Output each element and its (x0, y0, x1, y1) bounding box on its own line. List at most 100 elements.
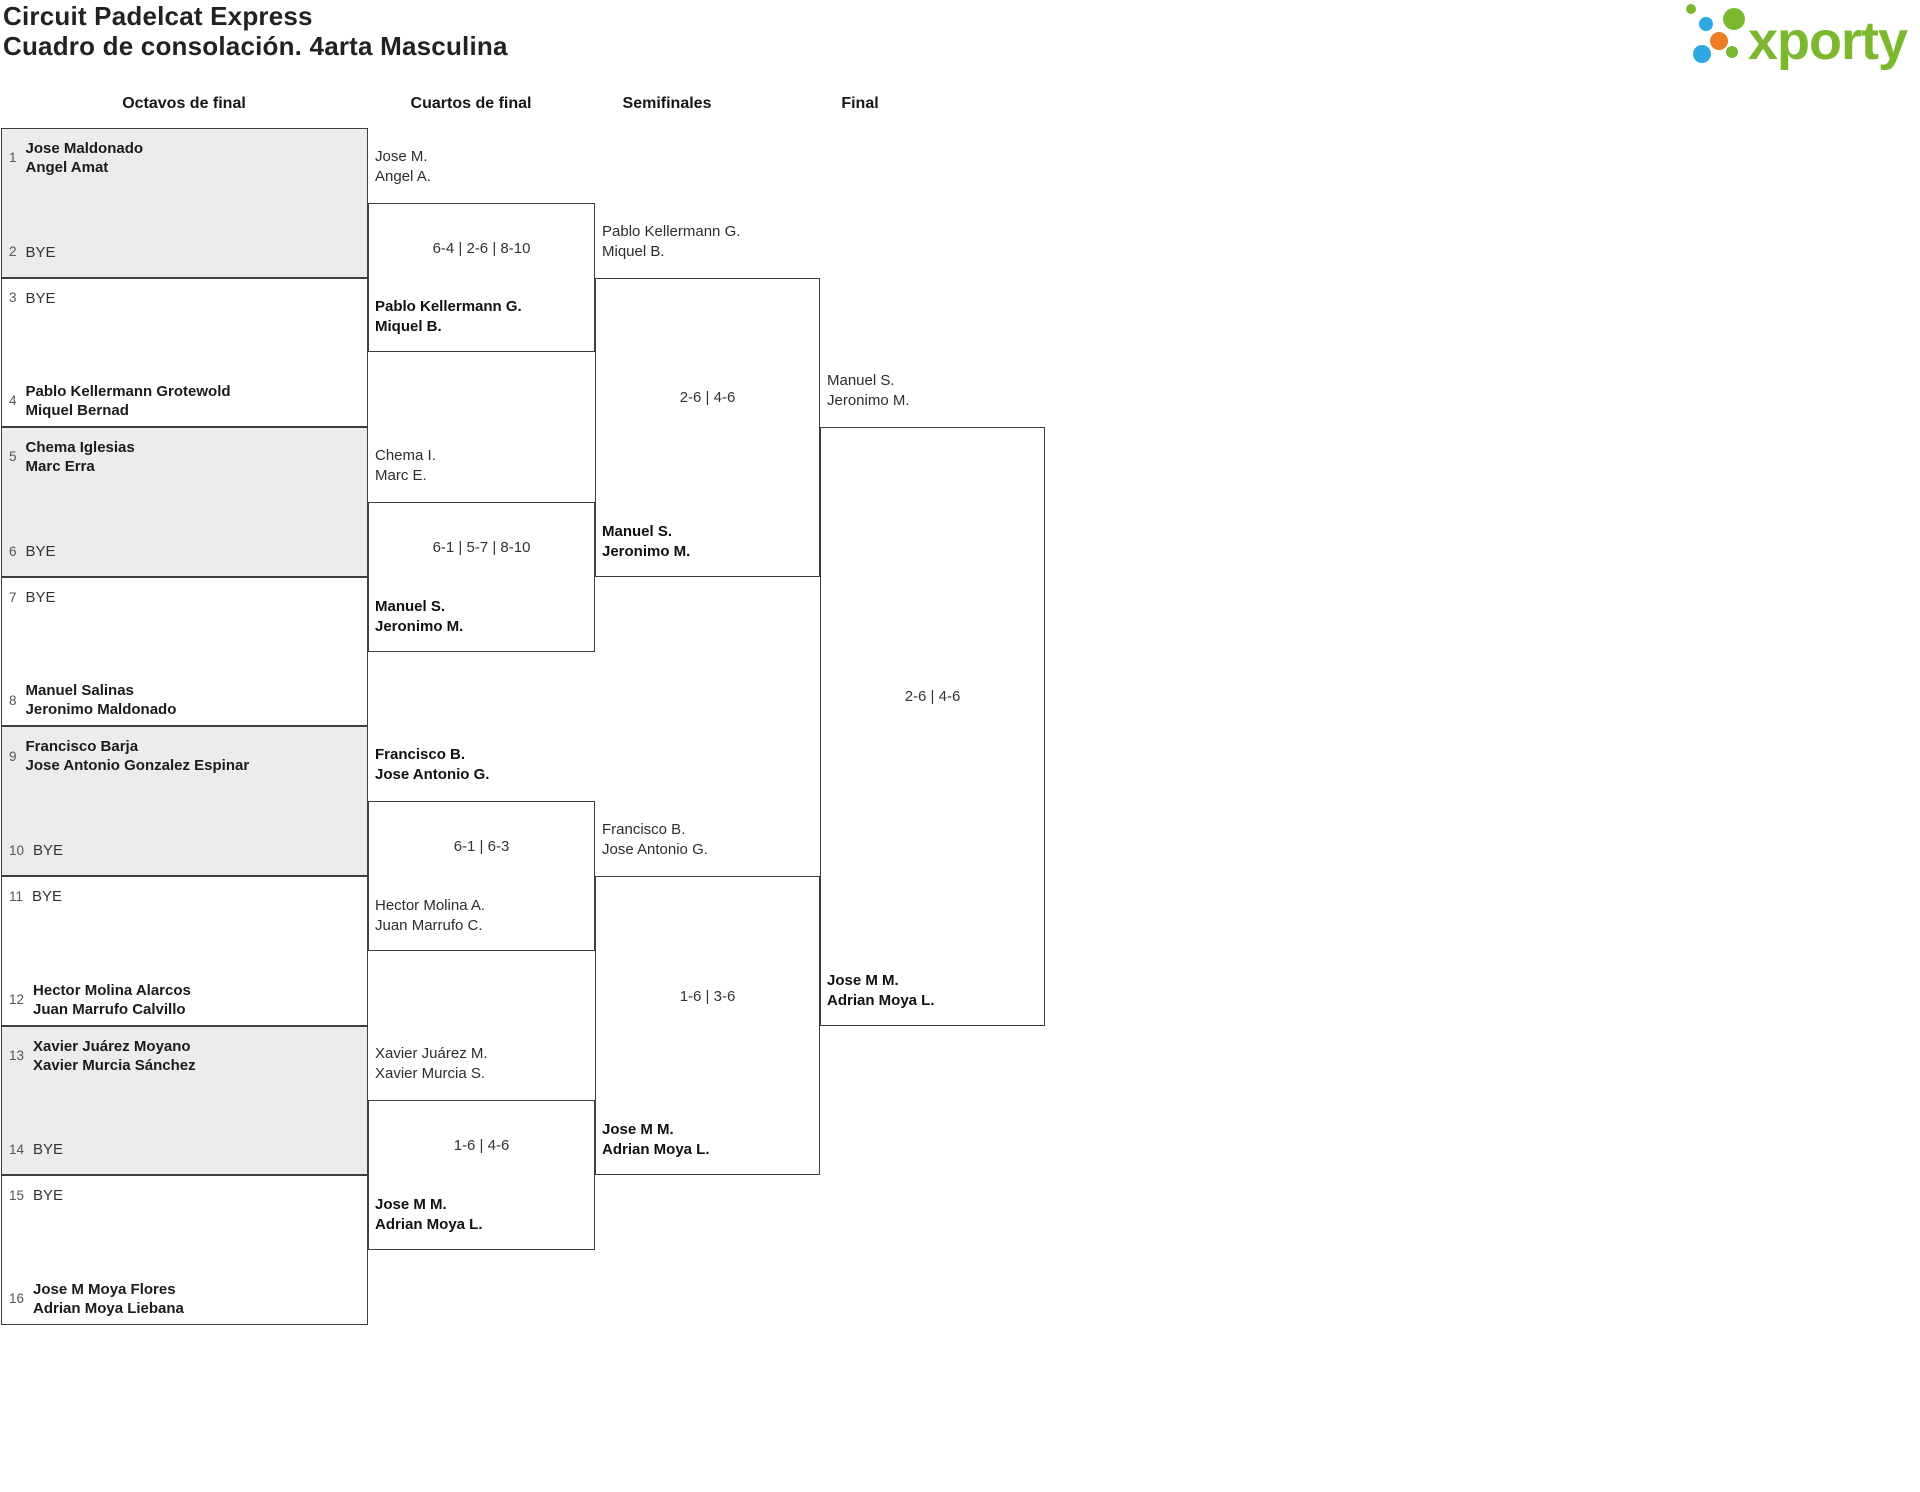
team-name-line: BYE (25, 243, 56, 261)
advancing-team-label-top: Francisco B.Jose Antonio G. (375, 745, 489, 785)
seed-number: 16 (9, 1291, 25, 1307)
team-name-line: Angel Amat (25, 159, 109, 176)
logo-dot-orange (1709, 31, 1728, 50)
team-name-line: Adrian Moya Liebana (33, 1299, 184, 1317)
seed-number: 2 (9, 244, 17, 260)
advancing-team-label-top: Manuel S. Jeronimo M. (827, 371, 910, 411)
advancing-team-label-top: Xavier Juárez M.Xavier Murcia S. (375, 1044, 488, 1084)
team-label-line: Hector Molina A. (375, 896, 486, 914)
match-box-cuartos-de-final-1 (368, 202, 595, 353)
team-name-line: Hector Molina Alarcos (33, 981, 191, 999)
bye-label: BYE (26, 542, 56, 561)
team-name-line: Jose Antonio Gonzalez Espinar (25, 757, 250, 775)
advancing-team-label-top: Jose M.Angel A. (375, 147, 431, 187)
bye-label: BYE (33, 1140, 63, 1159)
xporty-logo[interactable]: xporty (1680, 0, 1920, 80)
advancing-team-label-bottom: Hector Molina A.Juan Marrufo C. (375, 896, 485, 936)
team-label-line: Marc E. (375, 467, 427, 484)
team-name-line: BYE (33, 841, 64, 859)
bye-label: BYE (26, 243, 56, 262)
team-name-line: Marc Erra (25, 458, 95, 476)
team-label-line: Miquel B. (602, 242, 665, 260)
team-label-line: Manuel S. (375, 597, 446, 615)
match-box-semifinales-2 (595, 876, 820, 1176)
team-label-line: Jose M M. (375, 1196, 447, 1213)
seed-number: 1 (9, 150, 17, 166)
advancing-team-label-top: Chema I. Marc E. (375, 446, 436, 486)
bye-label: BYE (33, 1186, 63, 1205)
match-score: 1-6 | 3-6 (679, 987, 736, 1005)
seed-number: 3 (9, 290, 17, 306)
logo-dot-green-bottom (1726, 46, 1738, 58)
team-label-line: Manuel S. (827, 372, 895, 390)
team-name-line: Francisco Barja (25, 738, 139, 756)
bracket-entry: 3 BYE (2, 279, 367, 308)
match-box-semifinales-1 (595, 277, 820, 577)
match-box-cuartos-de-final-3 (368, 801, 595, 951)
team-name-line: BYE (32, 888, 63, 905)
team-name-line: Jose M Moya Flores (33, 1280, 176, 1298)
team-name-line: BYE (25, 588, 56, 606)
seed-number: 5 (9, 449, 17, 465)
logo-dot-green-big (1722, 8, 1745, 30)
team-label-line: Xavier Murcia S. (375, 1065, 486, 1083)
match-box-cuartos-de-final-4 (368, 1100, 595, 1250)
team-label-line: Pablo Kellermann G. (602, 222, 741, 240)
advancing-team-label-bottom: Jose M M.Adrian Moya L. (602, 1120, 710, 1160)
bye-label: BYE (26, 588, 56, 607)
match-score: 2-6 | 4-6 (904, 688, 961, 706)
advancing-team-label-top: Francisco B.Jose Antonio G. (602, 820, 708, 860)
round-header-1: Octavos de final (122, 95, 246, 112)
team-label-line: Adrian Moya L. (602, 1141, 710, 1159)
match-box-final-1 (820, 427, 1045, 1026)
advancing-team-label-bottom: Pablo Kellermann G.Miquel B. (375, 297, 522, 337)
team-label-line: Jose M M. (827, 971, 899, 989)
round-header-3: Semifinales (622, 95, 712, 112)
bye-label: BYE (32, 887, 62, 906)
team-name-line: Jeronimo Maldonado (25, 701, 177, 719)
round-header-4: Final (841, 95, 879, 112)
page-title: Circuit Padelcat Express (3, 1, 313, 31)
team-name-line: BYE (25, 542, 56, 560)
team-label-line: Adrian Moya L. (375, 1216, 483, 1233)
seed-number: 8 (9, 692, 17, 708)
bracket-entry: 10 BYE (2, 841, 367, 875)
seed-number: 10 (9, 842, 25, 858)
advancing-team-label-bottom: Jose M M. Adrian Moya L. (375, 1195, 483, 1235)
team-label-line: Adrian Moya L. (827, 991, 935, 1009)
team-label-line: Jose M. (375, 147, 428, 165)
bye-label: BYE (33, 841, 63, 860)
seed-number: 7 (9, 589, 17, 605)
team-name-line: Jose Maldonado (25, 140, 144, 157)
team-name-line: BYE (25, 289, 56, 307)
team-label-line: Jeronimo M. (827, 392, 910, 410)
team-label-line: Manuel S. (602, 522, 673, 540)
advancing-team-label-bottom: Manuel S.Jeronimo M. (602, 522, 690, 562)
team-label-line: Jose Antonio G. (375, 766, 490, 784)
seed-number: 13 (9, 1047, 25, 1063)
team-name-line: Juan Marrufo Calvillo (33, 1000, 186, 1018)
team-label-line: Chema I. (375, 447, 436, 464)
logo-wordmark: xporty (1748, 11, 1908, 71)
team-name-line: Chema Iglesias (25, 439, 135, 457)
